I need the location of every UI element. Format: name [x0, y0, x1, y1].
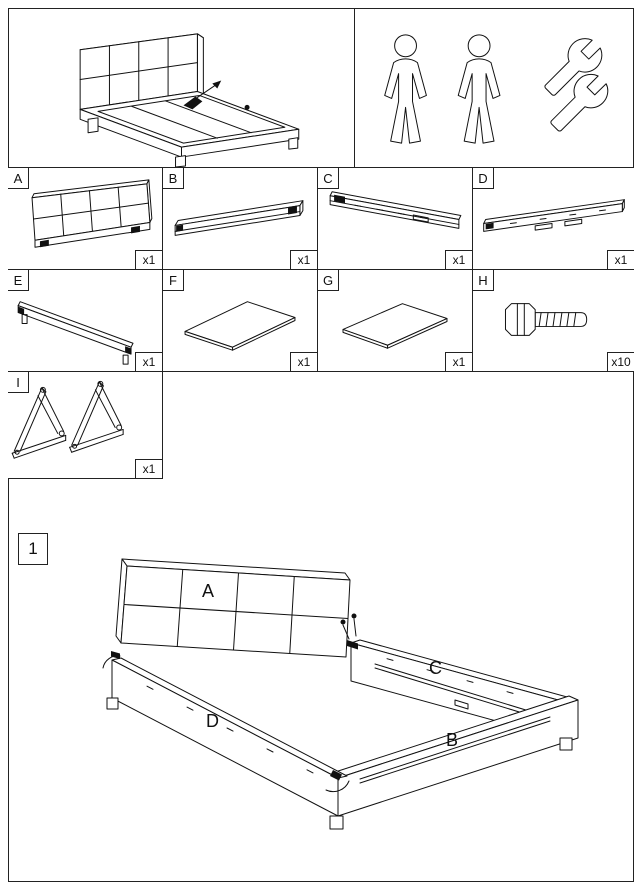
assembled-bed-icon: [79, 33, 300, 167]
part-g-flat-panel-illustration: [342, 303, 448, 349]
part-label-h: H: [473, 270, 494, 291]
rail-part-b: [328, 695, 579, 817]
callout-part-d: D: [206, 711, 219, 731]
part-qty-h: x10: [607, 352, 634, 371]
part-cell-a: A x1: [8, 168, 163, 270]
step1-assembly-illustration: [102, 558, 579, 830]
part-b-side-rail-illustration: [174, 200, 304, 236]
part-cell-e: E x1: [8, 270, 163, 372]
part-cell-g: G x1: [318, 270, 473, 372]
corner-hardware: [102, 613, 573, 830]
callout-part-c: C: [429, 658, 442, 678]
part-qty-g: x1: [445, 352, 472, 371]
part-qty-d: x1: [607, 250, 634, 269]
part-label-a: A: [8, 168, 29, 189]
part-label-d: D: [473, 168, 494, 189]
part-qty-a: x1: [135, 250, 162, 269]
requirements-panel: [355, 8, 634, 168]
part-label-i: I: [8, 372, 29, 393]
part-a-headboard-illustration: [31, 179, 153, 248]
headboard: [79, 33, 204, 110]
people-and-tools-icons: [384, 34, 634, 144]
lift-bracket-icon: [11, 386, 67, 459]
part-d-front-rail-illustration: [483, 199, 625, 232]
part-qty-i: x1: [135, 459, 162, 478]
part-cell-f: F x1: [163, 270, 318, 372]
part-cell-d: D x1: [473, 168, 634, 270]
part-qty-f: x1: [290, 352, 317, 371]
part-qty-b: x1: [290, 250, 317, 269]
part-label-e: E: [8, 270, 29, 291]
part-label-c: C: [318, 168, 339, 189]
overview-panel: [8, 8, 355, 168]
part-cell-i: I x1: [8, 372, 163, 479]
person-icon: [457, 34, 501, 144]
lift-mechanism-detail: [183, 80, 250, 110]
step-number-box: 1: [18, 533, 48, 565]
headboard-part-a: [115, 558, 351, 658]
part-qty-c: x1: [445, 250, 472, 269]
wrench-icon: [545, 39, 602, 96]
part-e-center-support-illustration: [17, 301, 134, 365]
part-cell-h: H x10: [473, 270, 634, 372]
part-i-lift-bracket-illustration: [11, 380, 124, 459]
part-f-flat-panel-illustration: [184, 301, 296, 351]
wrench-icon: [551, 74, 608, 131]
part-cell-c: C x1: [318, 168, 473, 270]
part-cell-b: B x1: [163, 168, 318, 270]
part-label-f: F: [163, 270, 184, 291]
callout-part-a: A: [202, 581, 215, 601]
person-icon: [384, 34, 427, 144]
part-label-b: B: [163, 168, 184, 189]
part-qty-e: x1: [135, 352, 162, 371]
callout-part-b: B: [446, 730, 459, 750]
bed-frame: [79, 90, 300, 167]
part-label-g: G: [318, 270, 339, 291]
rail-part-d: [111, 657, 348, 817]
part-c-side-rail-illustration: [329, 191, 462, 229]
part-h-bolt-illustration: [504, 303, 588, 336]
